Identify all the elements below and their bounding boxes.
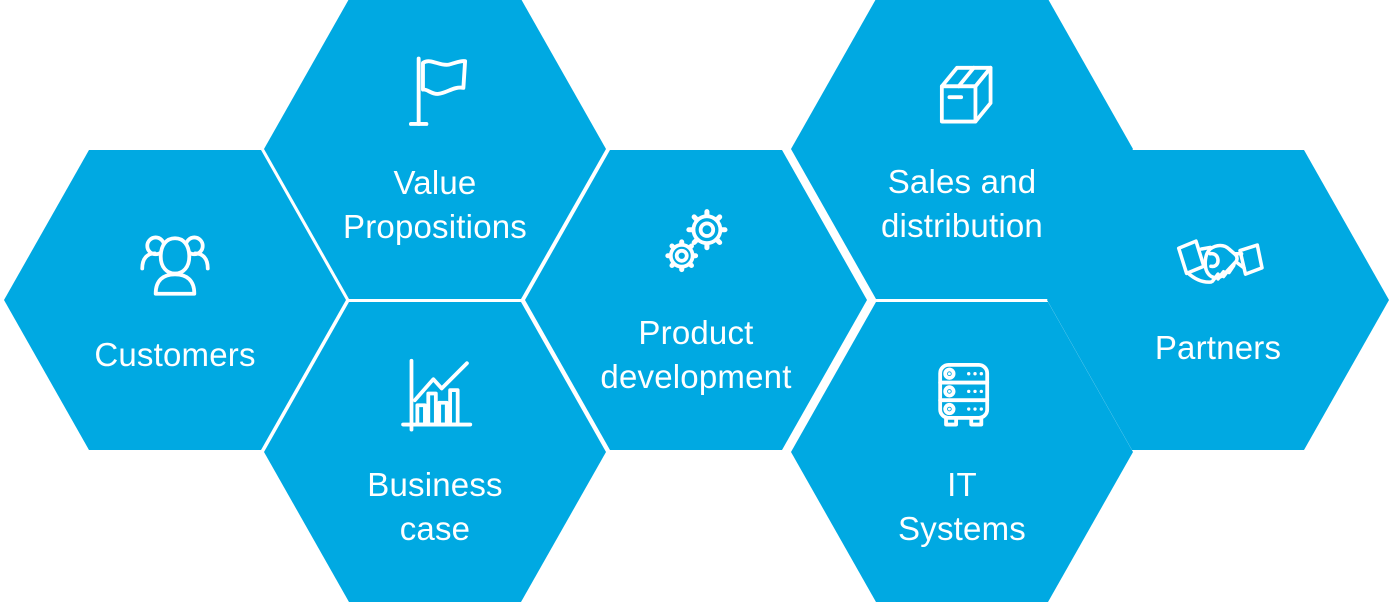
hex-label-product-development: Product development — [600, 313, 792, 395]
hex-partners: Partners — [1047, 150, 1389, 450]
hex-label-partners: Partners — [1154, 329, 1282, 367]
bar-chart-icon-shapes — [401, 358, 473, 432]
handshake-icon — [1176, 239, 1264, 285]
people-icon — [140, 235, 210, 296]
gears-icon-shapes — [665, 209, 728, 273]
handshake-icon-shapes — [1176, 239, 1264, 285]
gears-icon — [665, 209, 728, 273]
server-icon-shapes — [938, 362, 990, 427]
bar-chart-icon — [401, 358, 473, 432]
hex-value-propositions: Value Propositions — [264, 0, 606, 299]
hex-label-it-systems: IT Systems — [898, 465, 1026, 547]
flag-icon — [408, 56, 468, 126]
hex-label-value-propositions: Value Propositions — [343, 163, 527, 245]
hex-customers: Customers — [4, 150, 346, 450]
package-box-icon — [939, 65, 993, 124]
server-icon — [938, 362, 990, 427]
hex-it-systems: IT Systems — [791, 302, 1133, 602]
hex-label-sales-and-distribution: Sales and distribution — [881, 162, 1043, 244]
hex-label-customers: Customers — [94, 335, 256, 373]
hex-business-case: Business case — [264, 302, 606, 602]
hex-product-development: Product development — [525, 150, 867, 450]
package-box-icon-shapes — [939, 65, 993, 124]
flag-icon-shapes — [408, 56, 468, 126]
people-icon-shapes — [140, 235, 210, 296]
hex-label-business-case: Business case — [367, 465, 503, 547]
